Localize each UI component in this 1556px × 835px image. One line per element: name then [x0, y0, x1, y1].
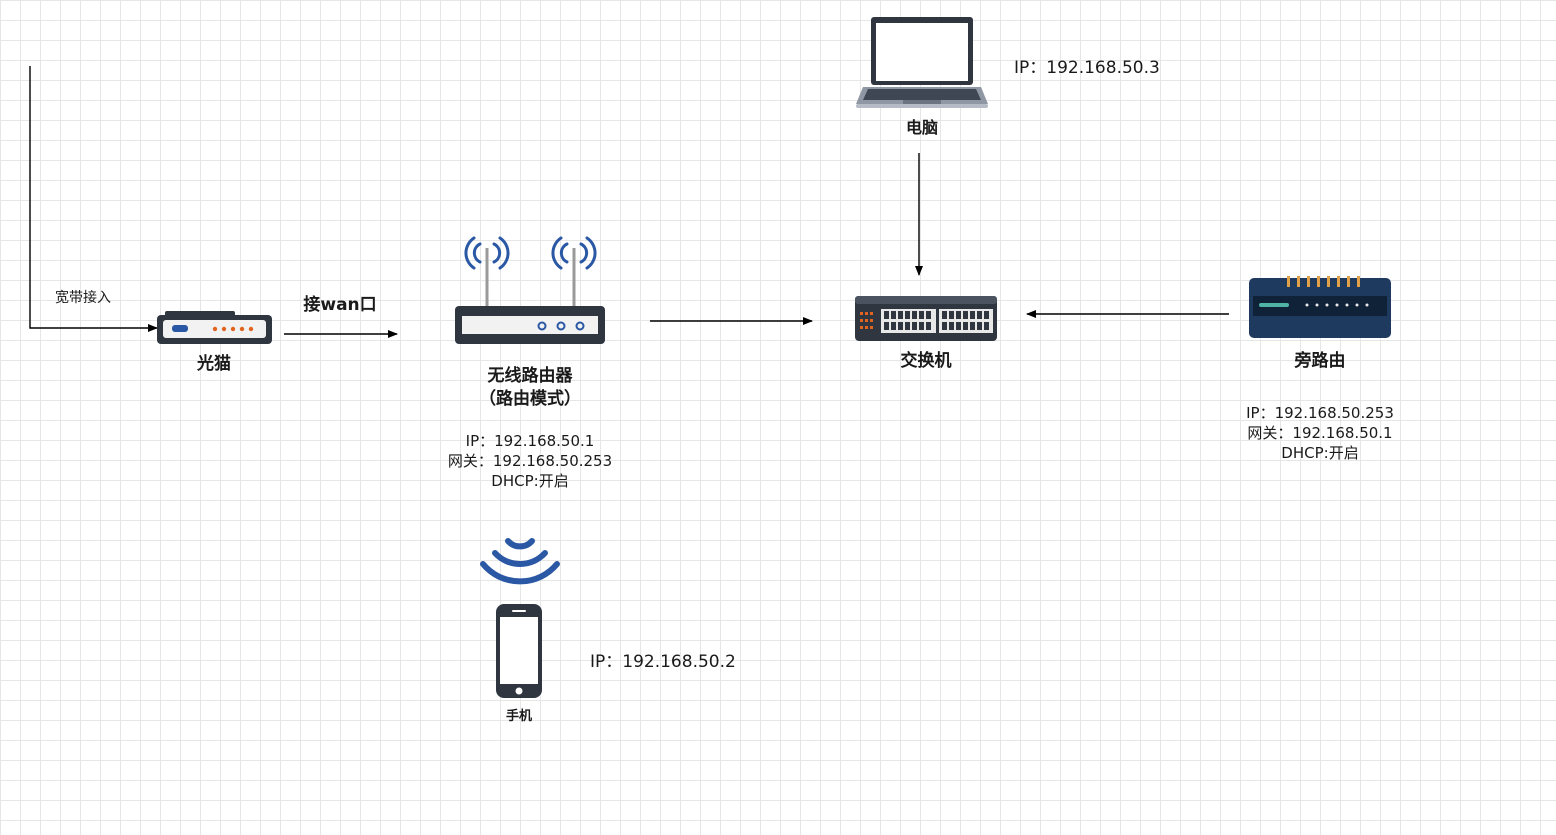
switch-icon	[855, 296, 997, 341]
laptop-ip: IP：192.168.50.3	[1014, 58, 1160, 78]
laptop-icon	[856, 17, 988, 108]
wifi-signal-icon	[480, 538, 560, 585]
side-router-icon	[1249, 276, 1391, 338]
broadband-line	[29, 66, 158, 332]
side-router-dhcp: DHCP:开启	[1281, 444, 1359, 462]
router-label-line1: 无线路由器	[487, 366, 573, 386]
laptop-label: 电脑	[905, 118, 939, 137]
side-router-gateway: 网关：192.168.50.1	[1247, 424, 1393, 442]
router-label-line2: （路由模式）	[479, 389, 581, 409]
router-gateway: 网关：192.168.50.253	[447, 452, 613, 470]
router-ip: IP：192.168.50.1	[465, 432, 595, 450]
side-router-ip: IP：192.168.50.253	[1246, 404, 1394, 422]
switch-label: 交换机	[900, 351, 952, 371]
phone-label: 手机	[505, 709, 533, 724]
broadband-label: 宽带接入	[55, 290, 111, 306]
modem-icon	[157, 311, 272, 344]
wan-port-label: 接wan口	[303, 295, 377, 315]
modem-label: 光猫	[197, 354, 231, 374]
wireless-router-icon	[455, 236, 605, 344]
phone-ip: IP：192.168.50.2	[590, 652, 736, 672]
router-dhcp: DHCP:开启	[491, 472, 569, 490]
phone-icon	[496, 604, 542, 698]
side-router-label: 旁路由	[1294, 351, 1346, 371]
